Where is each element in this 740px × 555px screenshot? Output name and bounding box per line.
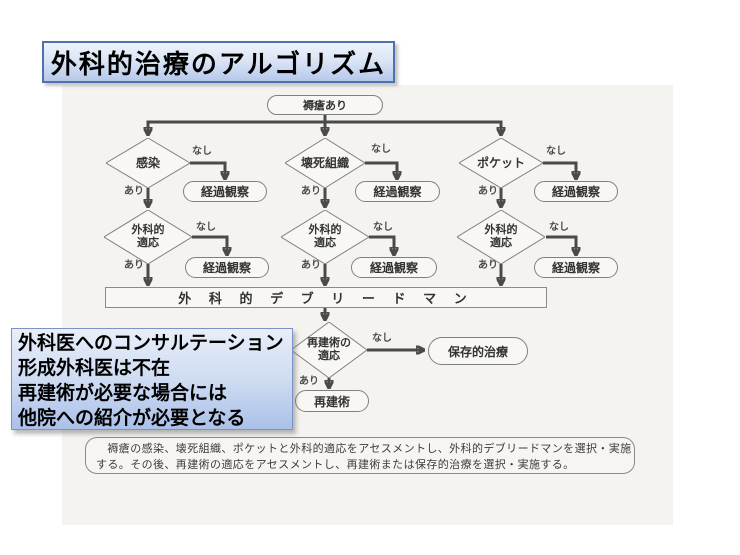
caption-box: 褥瘡の感染、壊死組織、ポケットと外科的適応をアセスメントし、外科的デブリードマン… bbox=[85, 437, 635, 474]
surgical-indication-line1: 外科的 bbox=[308, 224, 342, 236]
surgical-indication-line2: 適応 bbox=[137, 237, 159, 249]
node-surgical-indication-1: 外科的適応 bbox=[104, 210, 192, 264]
label-no-indication-2: なし bbox=[373, 222, 393, 233]
label-yes-indication-3: あり bbox=[478, 260, 498, 271]
node-infection-label: 感染 bbox=[135, 155, 160, 170]
node-observation-5: 経過観察 bbox=[351, 257, 437, 278]
node-reconstruction-indication: 再建術の適応 bbox=[291, 322, 367, 378]
node-pressure-ulcer-present: 褥瘡あり bbox=[267, 95, 383, 115]
label-no-infection: なし bbox=[192, 146, 212, 157]
note-line-4: 他院への紹介が必要となる bbox=[18, 408, 246, 429]
label-no-indication-1: なし bbox=[196, 222, 216, 233]
label-yes-pocket: あり bbox=[478, 186, 498, 197]
surgical-indication-line2: 適応 bbox=[490, 237, 512, 249]
consultation-note-box: 外科医へのコンサルテーション 形成外科医は不在 再建術が必要な場合には 他院への… bbox=[11, 328, 293, 430]
node-observation-1: 経過観察 bbox=[183, 181, 267, 202]
node-observation-4: 経過観察 bbox=[185, 257, 269, 278]
surgical-indication-line1: 外科的 bbox=[131, 224, 165, 236]
node-observation-2: 経過観察 bbox=[355, 181, 440, 202]
label-no-necrotic: なし bbox=[371, 144, 391, 155]
page-title: 外科的治療のアルゴリズム bbox=[42, 41, 395, 83]
node-surgical-debridement: 外 科 的 デ ブ リ ー ド マ ン bbox=[105, 287, 547, 308]
node-observation-6: 経過観察 bbox=[534, 257, 618, 278]
node-surgical-indication-3: 外科的適応 bbox=[457, 210, 545, 264]
note-line-3: 再建術が必要な場合には bbox=[18, 383, 228, 404]
node-pocket: ポケット bbox=[459, 138, 543, 188]
label-no-pocket: なし bbox=[546, 146, 566, 157]
label-yes-infection: あり bbox=[124, 186, 144, 197]
note-line-1: 外科医へのコンサルテーション bbox=[18, 333, 284, 354]
node-conservative-care: 保存的治療 bbox=[428, 337, 528, 365]
reconstruction-decision-line1: 再建術の bbox=[307, 337, 351, 349]
node-necrotic-tissue: 壊死組織 bbox=[285, 138, 365, 188]
label-no-reconstruction: なし bbox=[372, 333, 392, 344]
reconstruction-decision-line2: 適応 bbox=[318, 350, 340, 362]
label-yes-indication-1: あり bbox=[124, 260, 144, 271]
node-observation-3: 経過観察 bbox=[534, 181, 618, 202]
label-no-indication-3: なし bbox=[549, 222, 569, 233]
label-yes-indication-2: あり bbox=[301, 260, 321, 271]
label-yes-reconstruction: あり bbox=[299, 376, 319, 387]
label-yes-necrotic: あり bbox=[301, 186, 321, 197]
node-surgical-indication-2: 外科的適応 bbox=[281, 210, 369, 264]
node-reconstruction: 再建術 bbox=[295, 390, 369, 412]
node-infection: 感染 bbox=[106, 138, 190, 188]
surgical-indication-line2: 適応 bbox=[314, 237, 336, 249]
surgical-indication-line1: 外科的 bbox=[484, 224, 518, 236]
note-line-2: 形成外科医は不在 bbox=[18, 358, 171, 379]
node-necrotic-tissue-label: 壊死組織 bbox=[300, 155, 349, 170]
caption-line-2: する。その後、再建術の適応をアセスメントし、再建術または保存的治療を選択・実施す… bbox=[96, 459, 575, 471]
node-pocket-label: ポケット bbox=[476, 155, 525, 170]
caption-line-1: 褥瘡の感染、壊死組織、ポケットと外科的適応をアセスメントし、外科的デブリードマン… bbox=[96, 443, 632, 455]
